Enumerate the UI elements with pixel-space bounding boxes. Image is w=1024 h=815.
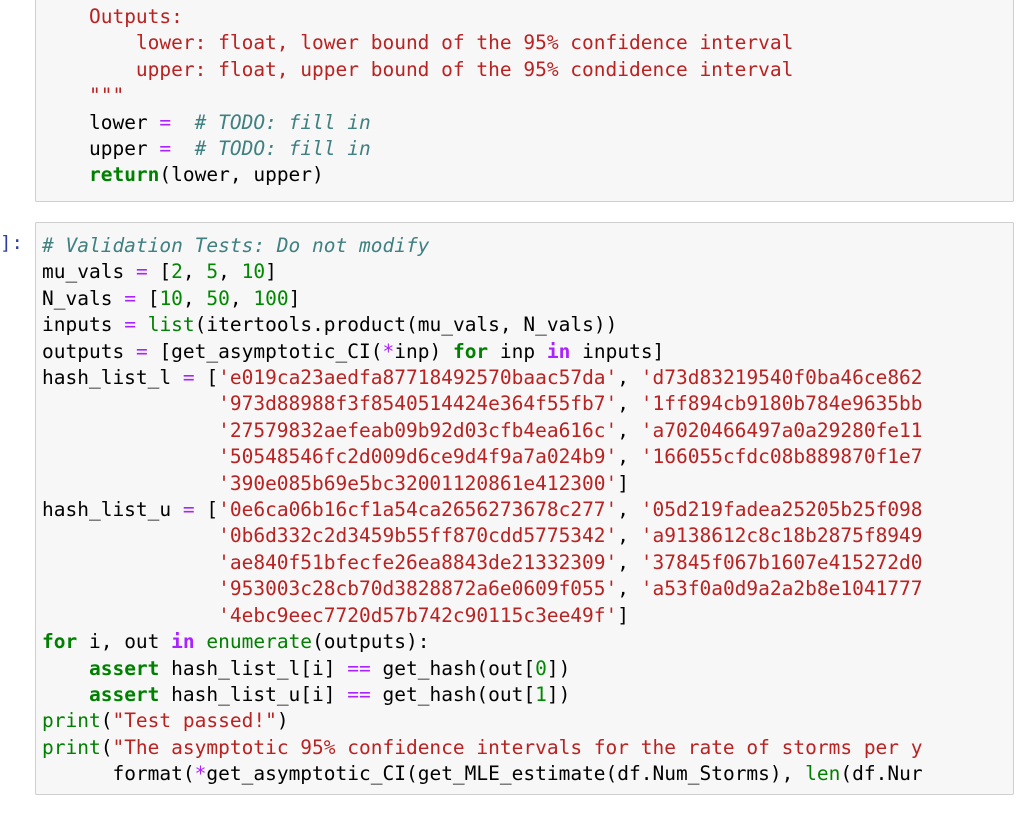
docstring-lower-line: lower: float, lower bound of the 95% con… [135, 31, 794, 55]
code-editor[interactable]: # Validation Tests: Do not modify mu_val… [42, 233, 923, 788]
code-line-mu-vals: mu_vals = [2, 5, 10] [42, 260, 277, 284]
code-cell-validation-tests[interactable]: # Validation Tests: Do not modify mu_val… [35, 222, 1014, 795]
docstring-outputs-label: Outputs: [88, 5, 183, 28]
docstring-upper-line: upper: float, upper bound of the 95% con… [135, 57, 794, 81]
todo-comment: # TODO: fill in [194, 137, 371, 161]
code-cell-function[interactable]: Outputs: lower: float, lower bound of th… [35, 0, 1014, 202]
code-line-outputs: outputs = [get_asymptotic_CI(*inp) for i… [42, 339, 665, 363]
code-line-lower: lower = # TODO: fill in [88, 110, 371, 134]
docstring-close: """ [88, 84, 125, 108]
code-line-return: return(lower, upper) [88, 163, 324, 187]
code-line-print-passed: print("Test passed!") [42, 709, 289, 733]
code-line-inputs: inputs = list(itertools.product(mu_vals,… [42, 313, 618, 337]
code-line-hash-list-l: hash_list_l = ['e019ca23aedfa87718492570… [42, 366, 923, 495]
code-line-assert-lower: assert hash_list_l[i] == get_hash(out[0]… [88, 656, 571, 680]
code-line-n-vals: N_vals = [10, 50, 100] [42, 286, 301, 310]
code-editor[interactable]: Outputs: lower: float, lower bound of th… [42, 4, 793, 189]
cell-prompt: ]: [0, 232, 23, 254]
todo-comment: # TODO: fill in [194, 110, 371, 134]
code-comment: # Validation Tests: Do not modify [42, 234, 430, 257]
code-line-for-loop: for i, out in enumerate(outputs): [42, 630, 430, 654]
code-line-assert-upper: assert hash_list_u[i] == get_hash(out[1]… [88, 682, 571, 706]
code-line-format: format(*get_asymptotic_CI(get_MLE_estima… [112, 762, 923, 786]
code-line-print-ci: print("The asymptotic 95% confidence int… [42, 735, 923, 759]
code-line-upper: upper = # TODO: fill in [88, 137, 371, 161]
code-line-hash-list-u: hash_list_u = ['0e6ca06b16cf1a54ca265627… [42, 498, 923, 627]
